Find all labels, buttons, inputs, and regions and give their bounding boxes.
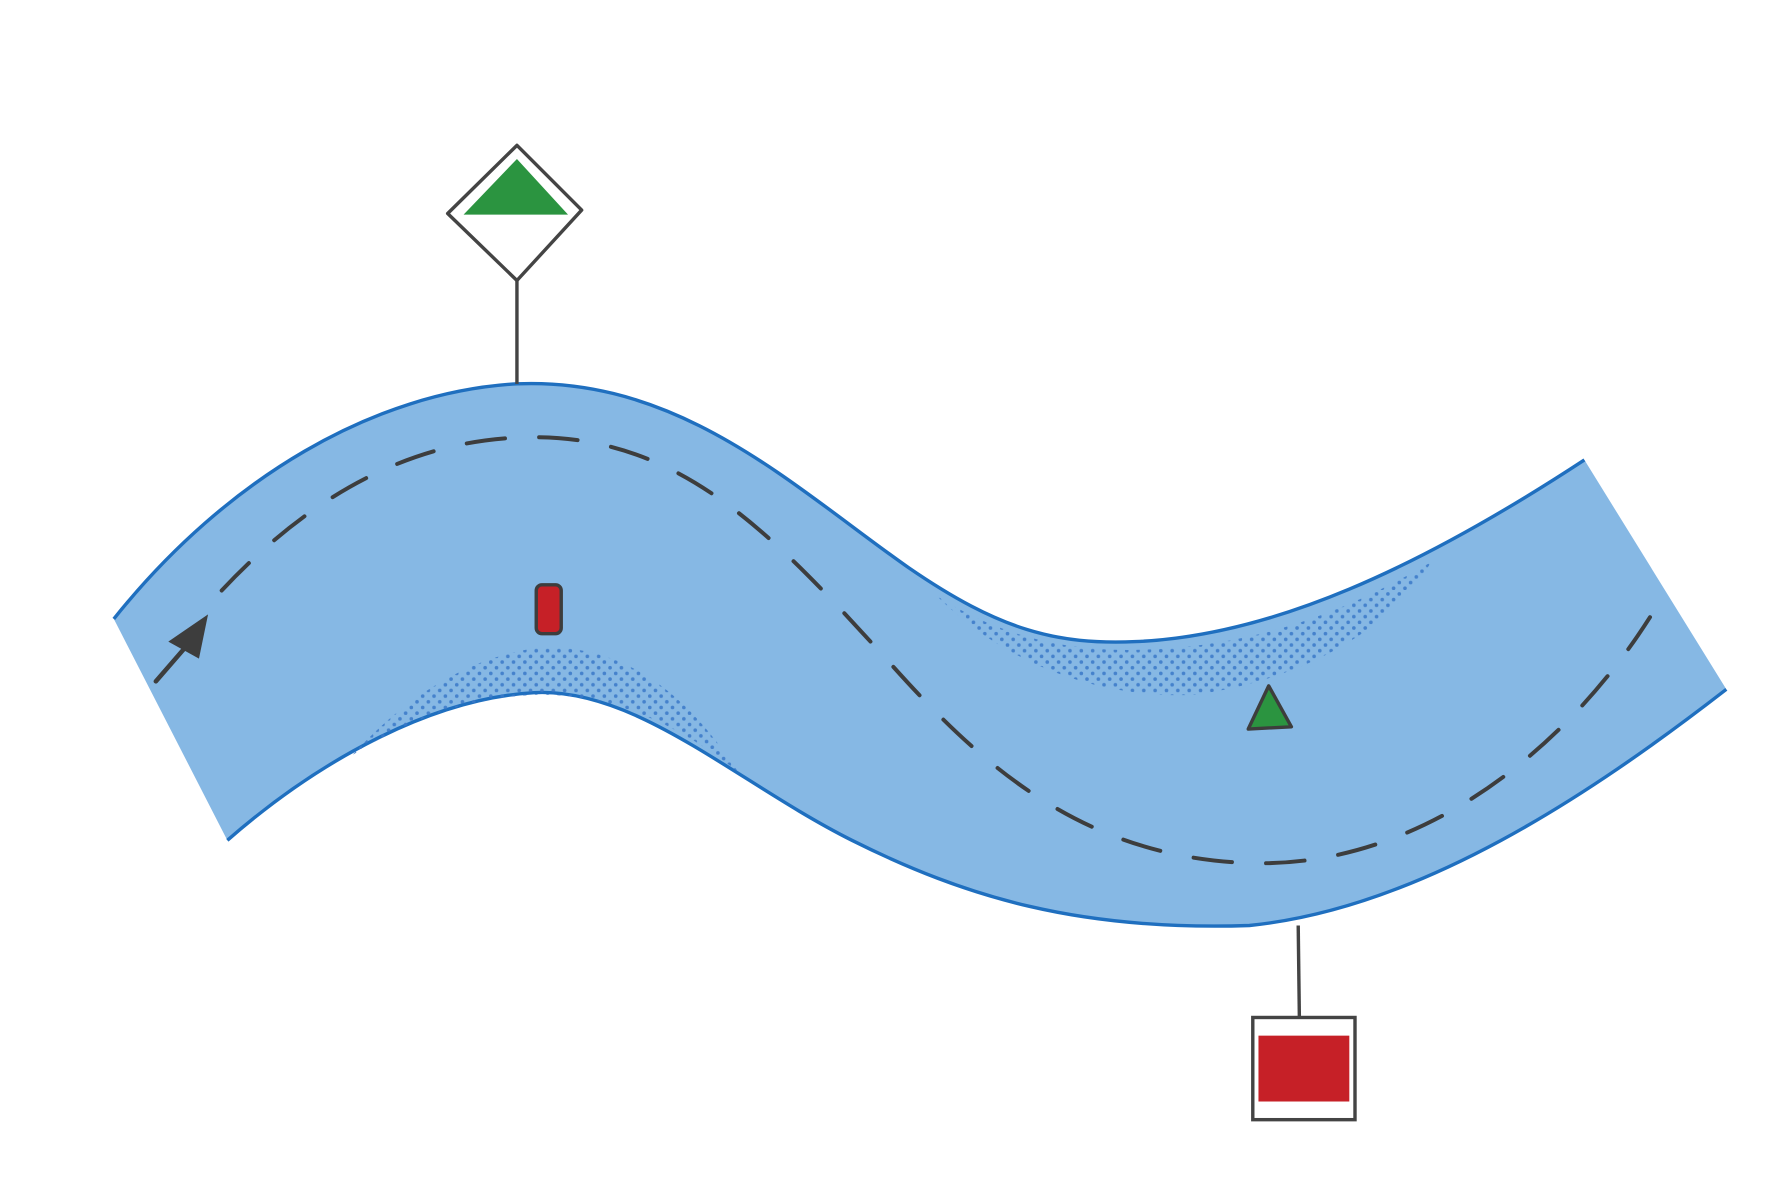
- green-cone-buoy-icon: [1246, 684, 1294, 731]
- green-triangle-daymark-icon: [445, 143, 584, 384]
- arrow-icon: [153, 614, 209, 684]
- shoal-north-bend: [937, 562, 1432, 696]
- river-bank-north: [112, 381, 1586, 644]
- red-can-buoy-icon: [534, 583, 563, 636]
- river: [113, 383, 1727, 927]
- channel-centerline: [219, 435, 1655, 866]
- shoal-south-bend: [352, 647, 739, 773]
- red-square-daymark-icon: [1251, 925, 1357, 1122]
